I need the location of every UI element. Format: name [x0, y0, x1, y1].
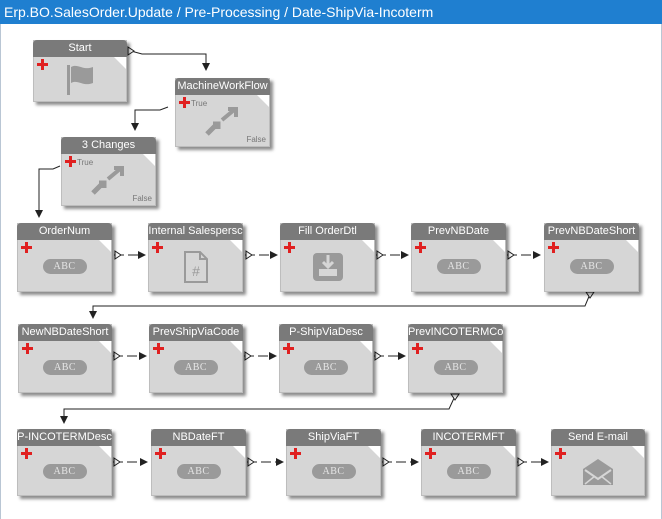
node-title: NewNBDateShort	[18, 324, 112, 341]
abc-text-icon: ABC	[433, 360, 478, 375]
condition-arrows-icon	[62, 162, 155, 199]
node-pincotermdesc[interactable]: P-INCOTERMDesc ABC	[17, 429, 112, 496]
node-send-email[interactable]: Send E-mail	[551, 429, 645, 496]
node-previncotermcode[interactable]: PrevINCOTERMCoc ABC	[408, 324, 503, 393]
node-title: Start	[33, 40, 127, 57]
condition-arrows-icon	[176, 103, 269, 140]
node-title: PrevShipViaCode	[149, 324, 243, 341]
node-title: P-ShipViaDesc	[279, 324, 373, 341]
node-title: OrderNum	[17, 223, 112, 240]
false-branch-label: False	[132, 194, 152, 203]
node-title: INCOTERMFT	[421, 429, 516, 446]
abc-text-icon: ABC	[311, 464, 356, 479]
add-icon[interactable]	[152, 242, 163, 253]
add-icon[interactable]	[284, 242, 295, 253]
node-title: 3 Changes	[61, 137, 156, 154]
abc-text-icon: ABC	[42, 464, 87, 479]
node-3changes[interactable]: 3 Changes True False	[61, 137, 156, 206]
node-title: P-INCOTERMDesc	[17, 429, 112, 446]
add-icon[interactable]	[65, 156, 76, 167]
node-title: MachineWorkFlow	[175, 78, 270, 95]
add-icon[interactable]	[21, 448, 32, 459]
node-fill-orderdtl[interactable]: Fill OrderDtl	[280, 223, 375, 292]
node-ordernum[interactable]: OrderNum ABC	[17, 223, 112, 292]
add-icon[interactable]	[283, 343, 294, 354]
add-icon[interactable]	[37, 59, 48, 70]
node-title: NBDateFT	[151, 429, 246, 446]
node-shipviaft[interactable]: ShipViaFT ABC	[286, 429, 381, 496]
fill-table-icon	[281, 248, 374, 285]
add-icon[interactable]	[555, 448, 566, 459]
flag-icon	[34, 65, 126, 95]
node-incotermft[interactable]: INCOTERMFT ABC	[421, 429, 516, 496]
abc-text-icon: ABC	[304, 360, 348, 375]
add-icon[interactable]	[155, 448, 166, 459]
node-pshipviadesc[interactable]: P-ShipViaDesc ABC	[279, 324, 373, 393]
add-icon[interactable]	[21, 242, 32, 253]
node-newnbdateshort[interactable]: NewNBDateShort ABC	[18, 324, 112, 393]
window-title: Erp.BO.SalesOrder.Update / Pre-Processin…	[0, 0, 662, 24]
true-branch-label: True	[77, 158, 94, 167]
node-prevnbdate[interactable]: PrevNBDate ABC	[411, 223, 506, 292]
add-icon[interactable]	[179, 97, 190, 108]
abc-text-icon: ABC	[42, 259, 87, 274]
node-title: PrevINCOTERMCoc	[408, 324, 503, 341]
svg-text:#: #	[192, 263, 200, 279]
add-icon[interactable]	[425, 448, 436, 459]
node-nbdateft[interactable]: NBDateFT ABC	[151, 429, 246, 496]
add-icon[interactable]	[412, 343, 423, 354]
node-prevshipviacode[interactable]: PrevShipViaCode ABC	[149, 324, 243, 393]
node-title: PrevNBDate	[411, 223, 506, 240]
node-start[interactable]: Start	[33, 40, 127, 102]
add-icon[interactable]	[22, 343, 33, 354]
abc-text-icon: ABC	[569, 259, 614, 274]
abc-text-icon: ABC	[436, 259, 481, 274]
node-internal-salesperson[interactable]: Internal Salespersc #	[148, 223, 243, 292]
abc-text-icon: ABC	[43, 360, 87, 375]
true-branch-label: True	[191, 99, 208, 108]
abc-text-icon: ABC	[176, 464, 221, 479]
add-icon[interactable]	[153, 343, 164, 354]
node-title: Send E-mail	[551, 429, 645, 446]
add-icon[interactable]	[415, 242, 426, 253]
node-title: Internal Salespersc	[148, 223, 243, 240]
node-machineworkflow[interactable]: MachineWorkFlow True False	[175, 78, 270, 147]
false-branch-label: False	[246, 135, 266, 144]
abc-text-icon: ABC	[174, 360, 218, 375]
node-title: Fill OrderDtl	[280, 223, 375, 240]
node-title: ShipViaFT	[286, 429, 381, 446]
abc-text-icon: ABC	[446, 464, 491, 479]
node-prevnbdateshort[interactable]: PrevNBDateShort ABC	[544, 223, 639, 292]
document-hash-icon: #	[149, 248, 242, 285]
envelope-icon	[552, 454, 644, 489]
node-title: PrevNBDateShort	[544, 223, 639, 240]
add-icon[interactable]	[548, 242, 559, 253]
add-icon[interactable]	[290, 448, 301, 459]
